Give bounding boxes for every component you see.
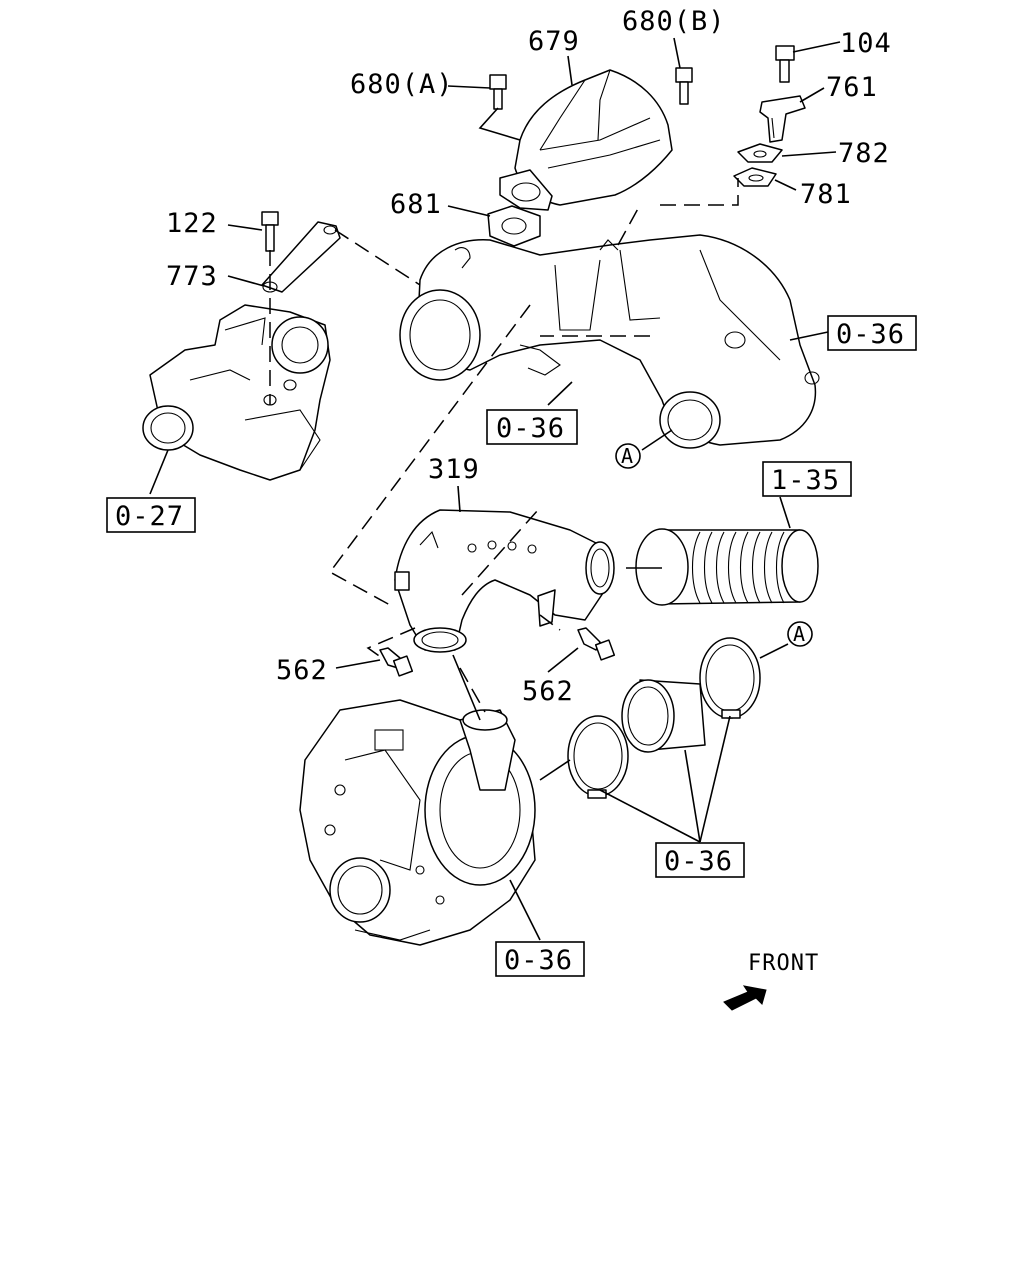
- svg-text:0-27: 0-27: [115, 501, 184, 532]
- callout-labels: 679 680(B) 104 680(A) 761 782 781 681 12…: [166, 6, 892, 707]
- front-label: FRONT: [748, 951, 819, 976]
- label-680a: 680(A): [350, 69, 454, 100]
- label-782: 782: [838, 138, 890, 169]
- heat-shield-679: [514, 69, 673, 206]
- label-319: 319: [428, 454, 480, 485]
- bolt-562-left: [379, 647, 414, 677]
- section-ref-027[interactable]: 0-27: [106, 497, 196, 533]
- sensor-761: [759, 95, 806, 143]
- label-781: 781: [800, 179, 852, 210]
- leader-lines: [149, 37, 841, 941]
- exhaust-manifold: [399, 234, 820, 449]
- svg-text:0-36: 0-36: [664, 846, 733, 877]
- egr-housing: [142, 304, 331, 481]
- label-761: 761: [826, 72, 878, 103]
- svg-text:A: A: [621, 444, 633, 468]
- gasket-782: [737, 143, 783, 163]
- bolt-562-right: [577, 627, 616, 661]
- connector-mark-a-manifold: A: [615, 443, 641, 469]
- gasket-681: [487, 205, 541, 247]
- front-arrow-icon: [723, 985, 767, 1011]
- label-562-left: 562: [276, 655, 328, 686]
- label-679: 679: [528, 26, 580, 57]
- bolt-680b: [675, 67, 693, 105]
- shield-flange: [499, 169, 553, 211]
- connector-mark-a-clamp: A: [787, 621, 813, 647]
- pipe-319: [394, 509, 615, 653]
- svg-text:0-36: 0-36: [496, 413, 565, 444]
- label-562-right: 562: [522, 676, 574, 707]
- svg-text:0-36: 0-36: [836, 319, 905, 350]
- front-indicator: FRONT: [723, 951, 819, 1011]
- section-ref-036-bolt[interactable]: 0-36: [486, 409, 578, 445]
- sleeve: [621, 679, 706, 753]
- label-122: 122: [166, 208, 218, 239]
- section-ref-036-turbo[interactable]: 0-36: [495, 941, 585, 977]
- bolt-680a: [489, 74, 507, 110]
- svg-text:1-35: 1-35: [771, 465, 840, 496]
- label-773: 773: [166, 261, 218, 292]
- clamp-large: [699, 637, 761, 719]
- section-ref-135[interactable]: 1-35: [762, 461, 852, 497]
- label-681: 681: [390, 189, 442, 220]
- label-680b: 680(B): [622, 6, 726, 37]
- bolt-104: [775, 45, 795, 83]
- bolt-122: [261, 211, 279, 252]
- assembly-lines: [269, 178, 739, 713]
- section-ref-036-clamps[interactable]: 0-36: [655, 842, 745, 878]
- gasket-781: [733, 167, 777, 187]
- hose: [635, 528, 819, 606]
- section-ref-036-manifold[interactable]: 0-36: [827, 315, 917, 351]
- label-104: 104: [840, 28, 892, 59]
- turbocharger: [299, 699, 536, 946]
- svg-text:0-36: 0-36: [504, 945, 573, 976]
- clamp-small: [567, 715, 629, 799]
- svg-text:A: A: [793, 622, 805, 646]
